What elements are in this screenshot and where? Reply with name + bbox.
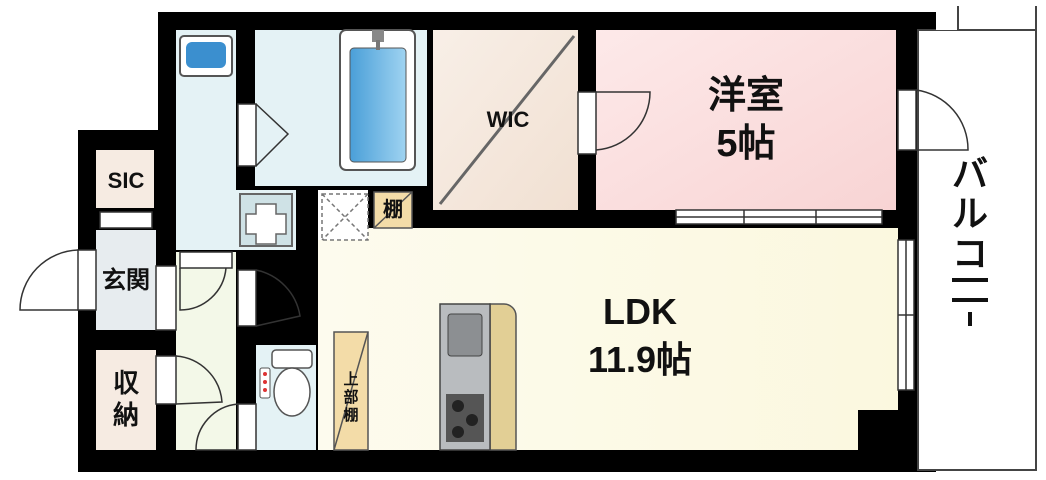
bathtub (339, 29, 416, 171)
storage-door-swing[interactable] (175, 355, 223, 405)
remote-button-3 (263, 388, 267, 392)
balcony-char-2: ル (952, 193, 988, 234)
balcony-top-gap (936, 6, 1036, 30)
western-door-opening (578, 92, 596, 154)
room-labels: 洋室 5帖 LDK 11.9帖 WIC SIC 玄関 収 納 棚 上 部 棚 バ… (102, 74, 988, 430)
windows (675, 209, 915, 391)
storage-floor (96, 350, 156, 450)
washroom-door-swing[interactable] (179, 267, 227, 311)
upper-shelf-line-2: 部 (343, 388, 358, 406)
dashed-box-diag-b (321, 193, 369, 241)
balcony-char-text-5: ー (970, 345, 971, 347)
balcony-char-4-bar-1 (952, 278, 988, 282)
toilet-tank (271, 349, 313, 369)
dashed-box (321, 193, 369, 241)
sic-door-frame (99, 211, 153, 229)
wic-label: WIC (487, 107, 530, 132)
entrance-inner-door-frame (155, 265, 177, 331)
bath-door-frame (237, 103, 257, 167)
stove-top (446, 394, 484, 442)
faucet-spout (376, 40, 380, 50)
entrance-label: 玄関 (102, 266, 150, 294)
ldk-size: 11.9帖 (588, 339, 692, 380)
balcony (917, 6, 1037, 471)
toilet-door-frame (237, 403, 257, 451)
remote-button-1 (263, 372, 267, 376)
storage-door-frame (155, 355, 177, 405)
toilet (259, 349, 313, 417)
sic-label: SIC (108, 168, 145, 193)
upper-shelf-diag (333, 331, 369, 451)
wash-counter (179, 35, 233, 77)
balcony-char-5 (968, 312, 972, 326)
kitchen-unit (439, 303, 517, 451)
toilet-door-swing[interactable] (195, 403, 239, 451)
balcony-char-3: コ (952, 233, 988, 274)
western-room-floor (596, 30, 896, 210)
ldk-floor (318, 228, 898, 450)
entrance-door-frame (77, 249, 97, 311)
hall-door-swing[interactable] (255, 269, 301, 327)
ldk-corner-pillar (858, 410, 898, 460)
hall-floor (176, 252, 236, 450)
balcony-door-swing[interactable] (915, 89, 969, 151)
balcony-char-1: バ (952, 153, 988, 194)
wash-bowl (186, 42, 226, 68)
western-door-swing[interactable] (595, 91, 651, 151)
balcony-outline (917, 29, 1037, 471)
upper-shelf-line-3: 棚 (343, 406, 358, 424)
burner-2 (466, 414, 478, 426)
sic-floor (96, 150, 154, 208)
dashed-box-diag-a (321, 193, 369, 241)
remote-button-2 (263, 380, 267, 384)
burner-1 (452, 400, 464, 412)
bath-door-swing[interactable] (255, 103, 290, 167)
storage-label-line-2: 納 (113, 400, 139, 430)
faucet (372, 30, 384, 42)
kitchen-sink (447, 313, 483, 357)
doors[interactable] (19, 89, 969, 451)
storage-label-line-1: 収 (113, 368, 140, 398)
washing-machine-pan (239, 193, 293, 247)
laundry-pan-drain (245, 203, 287, 245)
bathtub-water (349, 47, 407, 163)
balcony-door-frame (897, 89, 917, 151)
burner-3 (452, 426, 464, 438)
washroom-door-frame (179, 251, 233, 269)
hall-door-frame (237, 269, 257, 327)
storage-box (321, 193, 369, 241)
western-room-name: 洋室 (708, 74, 784, 117)
entrance-door-swing[interactable] (19, 249, 79, 311)
balcony-char-text-4: ニ (970, 305, 971, 307)
balcony-char-4-bar-2 (952, 298, 988, 302)
ldk-name: LDK (603, 291, 677, 332)
shelf-box-diag (373, 191, 413, 229)
wic-diagonal (438, 35, 576, 205)
kitchen-counter (489, 303, 517, 451)
entrance-floor (96, 230, 156, 330)
western-room-size: 5帖 (716, 123, 775, 165)
shelf-label: 棚 (383, 197, 403, 221)
western-door-frame (577, 91, 597, 155)
upper-shelf-line-1: 上 (343, 371, 358, 388)
toilet-bowl (273, 367, 311, 417)
